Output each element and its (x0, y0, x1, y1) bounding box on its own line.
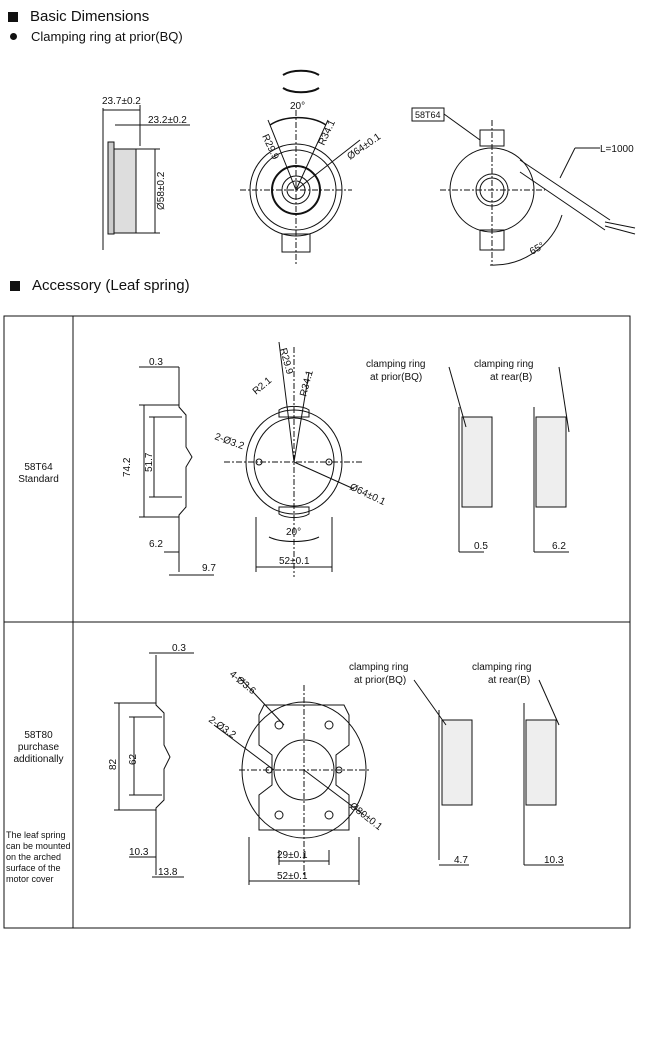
dim-6-2-rear: 6.2 (552, 541, 566, 552)
rear-label-2: at rear(B) (490, 372, 532, 383)
dim-51-7: 51.7 (144, 452, 155, 472)
basic-dimensions-heading: Basic Dimensions (8, 8, 149, 25)
prior-label-2: at prior(BQ) (354, 675, 406, 686)
model-tag: 58T64 (415, 110, 441, 120)
rear-label-1: clamping ring (474, 359, 533, 370)
row2-drawings: 0.3 82 62 10.3 13.8 4-Ø3.6 2-Ø3.2 Ø80±0.… (108, 643, 564, 885)
row2-additionally: additionally (13, 754, 64, 765)
accessory-heading: Accessory (Leaf spring) (10, 277, 190, 294)
dim-52: 52±0.1 (279, 556, 310, 567)
dim-0-3: 0.3 (172, 643, 186, 654)
accessory-table (3, 315, 631, 929)
dim-29: 29±0.1 (277, 850, 308, 861)
dim-58: Ø58±0.2 (156, 171, 167, 210)
spring-58t80-profile (114, 652, 194, 878)
note-line: The leaf spring (6, 830, 66, 840)
spring-58t64-front (224, 341, 364, 577)
holes-2x3-2: 2-Ø3.2 (213, 431, 246, 452)
row2-model: 58T80 (24, 730, 53, 741)
diameter-64: Ø64±0.1 (348, 482, 388, 508)
basic-dimensions-drawing: 23.7±0.2 23.2±0.2 Ø58±0.2 20° R29.9 R34.… (102, 69, 636, 266)
dim-10-3: 10.3 (129, 847, 149, 858)
dim-23-2: 23.2±0.2 (148, 115, 187, 126)
row2-note: The leaf spring can be mounted on the ar… (6, 830, 72, 885)
spring-58t64-rear-side (533, 366, 570, 553)
dim-74-2: 74.2 (122, 457, 133, 477)
angle-20: 20° (290, 101, 305, 112)
holes-2x3-2: 2-Ø3.2 (206, 714, 238, 741)
encoder-front-view (240, 69, 361, 265)
dim-62: 62 (128, 753, 139, 765)
dim-0-5: 0.5 (474, 541, 488, 552)
clamping-ring-bullet: Clamping ring at prior(BQ) (10, 29, 183, 44)
encoder-side-view (102, 105, 190, 250)
diameter-80: Ø80±0.1 (347, 801, 384, 834)
note-line: surface of the (6, 863, 61, 873)
row1-model: 58T64 (24, 462, 53, 473)
note-line: can be mounted (6, 841, 71, 851)
holes-4x3-6: 4-Ø3.6 (227, 669, 258, 697)
dim-4-7: 4.7 (454, 855, 468, 866)
radius-29-9: R29.9 (259, 133, 280, 162)
accessory-title: Accessory (Leaf spring) (32, 277, 190, 294)
dim-13-8: 13.8 (158, 867, 178, 878)
spring-58t80-prior-side (413, 679, 473, 866)
rear-label-2: at rear(B) (488, 675, 530, 686)
spring-58t80-front (213, 676, 369, 885)
row1-drawings: 0.3 74.2 51.7 6.2 9.7 R29.9 R34.1 R2.1 2… (122, 341, 570, 577)
row1-label: 58T64 Standard (4, 462, 73, 486)
basic-dimensions-title: Basic Dimensions (30, 8, 150, 25)
note-line: motor cover (6, 874, 54, 884)
square-bullet-icon (10, 281, 20, 291)
square-bullet-icon (8, 12, 18, 22)
dim-52: 52±0.1 (277, 871, 308, 882)
prior-label-2: at prior(BQ) (370, 372, 422, 383)
prior-label-1: clamping ring (366, 359, 425, 370)
spring-58t80-rear-side (523, 679, 564, 866)
prior-label-1: clamping ring (349, 662, 408, 673)
encoder-back-view (411, 107, 636, 266)
row2-label: 58T80 purchase additionally (4, 730, 73, 766)
dim-82: 82 (108, 758, 119, 770)
radius-34-1: R34.1 (298, 369, 316, 398)
angle-20: 20° (286, 527, 301, 538)
round-bullet-icon (10, 33, 17, 40)
radius-2-1: R2.1 (251, 375, 275, 397)
dim-0-3: 0.3 (149, 357, 163, 368)
clamping-ring-label: Clamping ring at prior(BQ) (31, 29, 183, 44)
spring-58t64-prior-side (448, 366, 493, 553)
radius-29-9: R29.9 (277, 347, 295, 376)
rear-label-1: clamping ring (472, 662, 531, 673)
note-line: on the arched (6, 852, 62, 862)
spring-58t64-profile (139, 366, 214, 576)
dim-10-3-rear: 10.3 (544, 855, 564, 866)
row2-purchase: purchase (17, 742, 60, 753)
row1-type: Standard (18, 474, 59, 485)
dim-23-7: 23.7±0.2 (102, 96, 141, 107)
dim-6-2: 6.2 (149, 539, 163, 550)
cable-length: L=1000 (600, 144, 634, 155)
dim-9-7: 9.7 (202, 563, 216, 574)
